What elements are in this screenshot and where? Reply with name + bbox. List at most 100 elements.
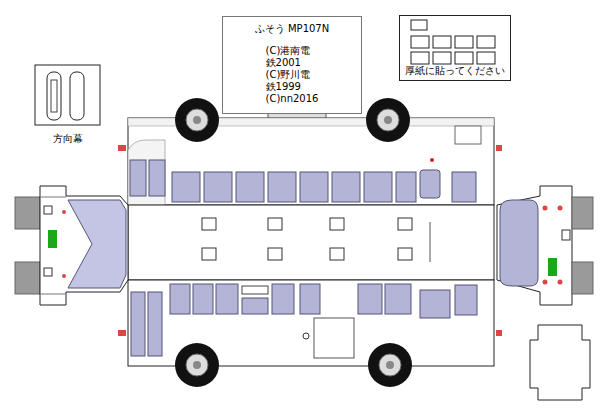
rear-end-panel bbox=[497, 186, 593, 305]
lower-side-panel bbox=[314, 318, 354, 358]
front-end-panel bbox=[40, 186, 128, 305]
lower-windows bbox=[385, 284, 411, 314]
upper-side-panel bbox=[128, 140, 165, 205]
parts-box: 厚紙に貼ってください bbox=[399, 15, 511, 81]
lower-windows bbox=[216, 284, 238, 314]
rear-end-panel bbox=[500, 200, 538, 286]
lower-side-panel bbox=[131, 292, 145, 356]
spare-squares bbox=[455, 52, 473, 64]
roof-vents bbox=[202, 218, 216, 230]
wheels bbox=[386, 361, 394, 369]
lower-windows bbox=[272, 284, 294, 314]
lower-side-panel bbox=[455, 285, 477, 315]
front-end-panel bbox=[62, 210, 66, 214]
wheels bbox=[186, 109, 208, 131]
spare-squares bbox=[477, 52, 495, 64]
upper-windows bbox=[332, 172, 360, 202]
floor-piece bbox=[530, 325, 590, 400]
wheels bbox=[193, 361, 201, 369]
front-end-panel bbox=[15, 186, 128, 305]
front-end-panel bbox=[48, 230, 57, 248]
rear-end-panel bbox=[548, 258, 557, 276]
wheels bbox=[193, 116, 201, 124]
wheels bbox=[175, 98, 219, 142]
node-label: 方向幕 bbox=[53, 133, 83, 145]
destination-sign-parts bbox=[70, 72, 84, 120]
rear-end-panel bbox=[562, 230, 570, 240]
roof-vents bbox=[398, 218, 412, 230]
spare-squares bbox=[433, 36, 451, 48]
destination-sign-parts bbox=[35, 65, 100, 125]
spare-squares bbox=[411, 52, 429, 64]
front-end-panel bbox=[68, 200, 126, 288]
lower-windows bbox=[300, 284, 320, 314]
upper-side-panel bbox=[149, 160, 165, 196]
rear-end-panel bbox=[543, 206, 548, 211]
destination-sign-parts bbox=[35, 65, 100, 125]
node-label: 厚紙に貼ってください bbox=[405, 65, 505, 77]
wheels bbox=[175, 98, 412, 387]
roof-panel bbox=[128, 205, 494, 280]
upper-side-panel bbox=[455, 126, 481, 144]
upper-windows bbox=[364, 172, 392, 202]
front-end-panel bbox=[40, 197, 66, 198]
lower-side-panel bbox=[118, 330, 126, 336]
upper-windows bbox=[396, 172, 416, 202]
lower-side-panel bbox=[242, 286, 268, 294]
spare-squares bbox=[411, 36, 429, 48]
upper-windows bbox=[204, 172, 232, 202]
rear-end-panel bbox=[572, 197, 593, 229]
lower-windows bbox=[170, 284, 190, 314]
lower-windows bbox=[170, 284, 411, 314]
upper-side-panel bbox=[118, 145, 126, 151]
roof-tab-panel: ふそう MP107N (C)港南電鉄2001 (C)野川電鉄1999 (C)nn2… bbox=[222, 16, 362, 114]
roof-vents bbox=[202, 218, 412, 260]
rear-end-panel bbox=[543, 280, 548, 285]
spare-squares bbox=[411, 20, 427, 30]
front-end-panel bbox=[40, 294, 66, 295]
lower-side-panel bbox=[496, 330, 502, 336]
wheels bbox=[186, 354, 208, 376]
wheels bbox=[379, 354, 401, 376]
lower-side-panel bbox=[303, 333, 309, 339]
front-end-panel bbox=[15, 262, 40, 294]
node-label: ふそう MP107N bbox=[255, 23, 329, 35]
node-note: (C)港南電鉄2001 (C)野川電鉄1999 (C)nn2016 bbox=[266, 45, 319, 105]
roof-vents bbox=[330, 218, 344, 230]
rear-end-panel bbox=[572, 262, 593, 294]
floor-piece bbox=[530, 325, 590, 400]
front-end-panel bbox=[15, 197, 40, 229]
spare-squares bbox=[455, 36, 473, 48]
spare-squares bbox=[433, 52, 451, 64]
roof-vents bbox=[268, 248, 282, 260]
spare-squares bbox=[411, 20, 495, 64]
upper-windows bbox=[300, 172, 328, 202]
front-end-panel bbox=[62, 274, 66, 278]
front-end-panel bbox=[44, 206, 52, 214]
destination-sign-parts bbox=[47, 72, 61, 120]
wheels bbox=[368, 343, 412, 387]
lower-side-panel bbox=[118, 280, 502, 366]
roof-panel bbox=[128, 205, 494, 280]
upper-side-panel bbox=[130, 160, 146, 196]
upper-windows bbox=[268, 172, 296, 202]
upper-side-panel bbox=[496, 145, 502, 151]
wheels bbox=[384, 116, 392, 124]
upper-windows bbox=[172, 172, 200, 202]
lower-windows bbox=[193, 284, 213, 314]
roof-vents bbox=[398, 248, 412, 260]
lower-side-panel bbox=[148, 292, 162, 356]
lower-windows bbox=[358, 284, 382, 314]
destination-sign-box: 方向幕 bbox=[33, 63, 103, 147]
rear-end-panel bbox=[558, 206, 563, 211]
rear-end-panel bbox=[558, 280, 563, 285]
roof-panel bbox=[430, 222, 431, 262]
rear-end-panel bbox=[497, 186, 572, 305]
upper-side-panel bbox=[430, 158, 434, 162]
spare-squares bbox=[477, 36, 495, 48]
roof-vents bbox=[202, 248, 216, 260]
wheels bbox=[175, 343, 219, 387]
upper-windows bbox=[172, 172, 416, 202]
wheels bbox=[366, 98, 410, 142]
